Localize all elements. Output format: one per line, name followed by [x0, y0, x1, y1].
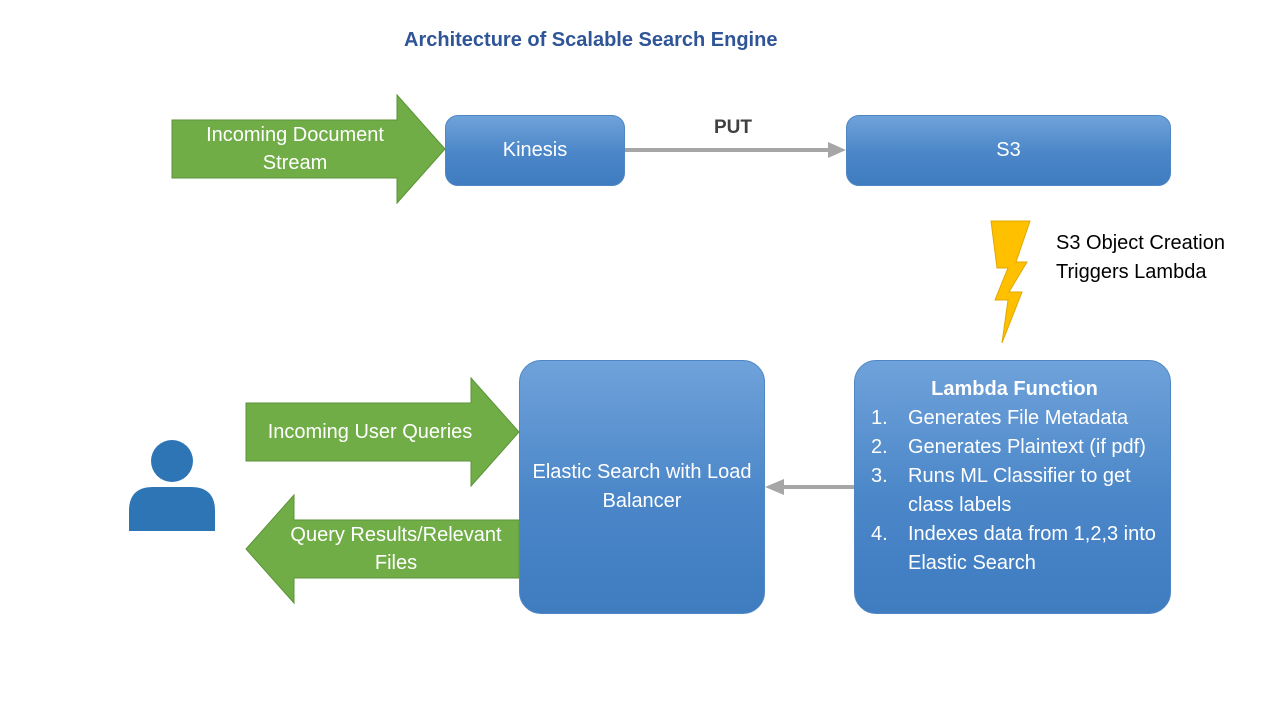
- put-connector-arrowhead: [828, 142, 846, 158]
- diagram-title: Architecture of Scalable Search Engine: [404, 29, 778, 51]
- incoming-user-queries-label: Incoming User Queries: [267, 421, 473, 443]
- incoming-user-queries-arrow: [245, 376, 520, 488]
- lambda-function-node: Lambda Function 1. Generates File Metada…: [854, 360, 1171, 614]
- incoming-document-stream-arrow: [171, 93, 446, 205]
- lambda-step: 2. Generates Plaintext (if pdf): [871, 433, 1158, 462]
- lightning-bolt-icon: [990, 220, 1031, 344]
- s3-node: S3: [846, 115, 1171, 186]
- lambda-step-text: Generates Plaintext (if pdf): [908, 436, 1146, 458]
- lambda-step: 3. Runs ML Classifier to get class label…: [871, 462, 1158, 520]
- lambda-step-text: Indexes data from 1,2,3 into Elastic Sea…: [908, 523, 1156, 574]
- lambda-to-elastic-arrowhead: [765, 479, 784, 495]
- lambda-step-number: 4.: [871, 523, 888, 545]
- incoming-document-stream-label: Incoming Document Stream: [206, 124, 384, 174]
- lambda-step: 4. Indexes data from 1,2,3 into Elastic …: [871, 520, 1158, 578]
- lambda-function-title: Lambda Function: [931, 378, 1098, 400]
- lambda-step-number: 2.: [871, 436, 888, 458]
- s3-trigger-label: S3 Object Creation Triggers Lambda: [1056, 232, 1225, 283]
- lambda-step-number: 1.: [871, 407, 888, 429]
- lambda-step-number: 3.: [871, 465, 888, 487]
- lambda-steps-list: 1. Generates File Metadata 2. Generates …: [871, 404, 1158, 578]
- query-results-label: Query Results/Relevant Files: [290, 524, 502, 574]
- elastic-search-node: Elastic Search with Load Balancer: [519, 360, 765, 614]
- put-label: PUT: [714, 117, 752, 138]
- lambda-step-text: Generates File Metadata: [908, 407, 1129, 429]
- lambda-step-text: Runs ML Classifier to get class labels: [908, 465, 1131, 516]
- user-icon: [129, 440, 215, 531]
- lambda-step: 1. Generates File Metadata: [871, 404, 1158, 433]
- query-results-arrow: [245, 493, 520, 605]
- kinesis-node: Kinesis: [445, 115, 625, 186]
